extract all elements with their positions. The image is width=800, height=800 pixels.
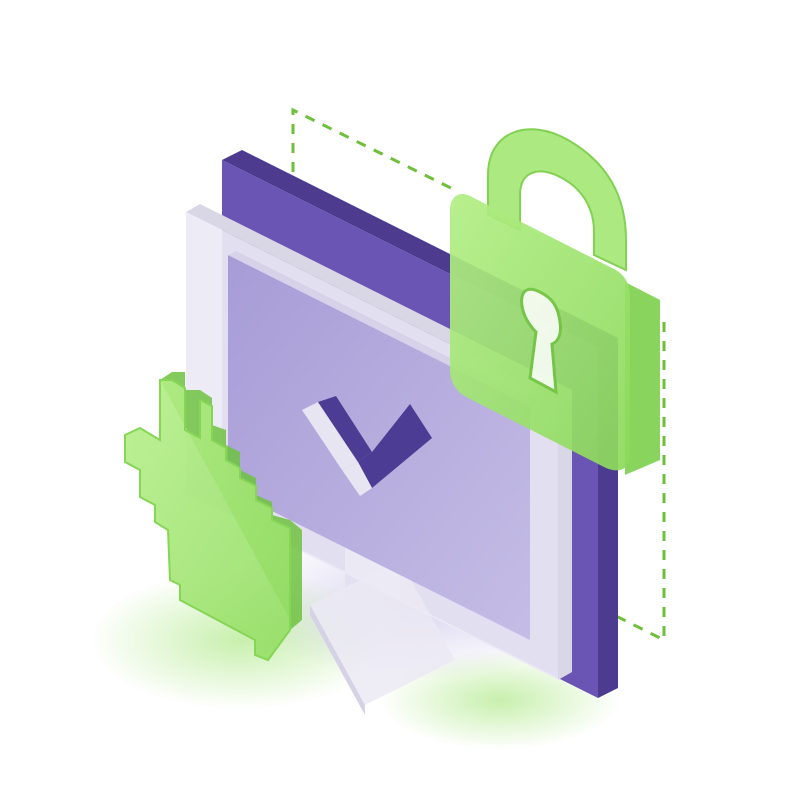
padlock-icon	[450, 128, 660, 475]
padlock-keyhole	[520, 287, 562, 395]
checkmark-left-stroke-edge	[302, 402, 358, 470]
monitor-frame-edge	[186, 204, 572, 680]
pointer-hand	[124, 379, 291, 662]
monitor-stand-base-edge	[310, 605, 365, 715]
pointer-hand-icon	[124, 372, 302, 662]
padlock-shackle	[487, 128, 627, 272]
dashed-selection-frame	[291, 107, 666, 643]
checkmark-left-stroke	[318, 396, 372, 462]
checkmark-right-stroke	[358, 404, 432, 488]
checkmark-icon	[302, 396, 432, 496]
checkmark-right-stroke-edge	[342, 462, 372, 496]
padlock-body-side	[625, 282, 660, 475]
